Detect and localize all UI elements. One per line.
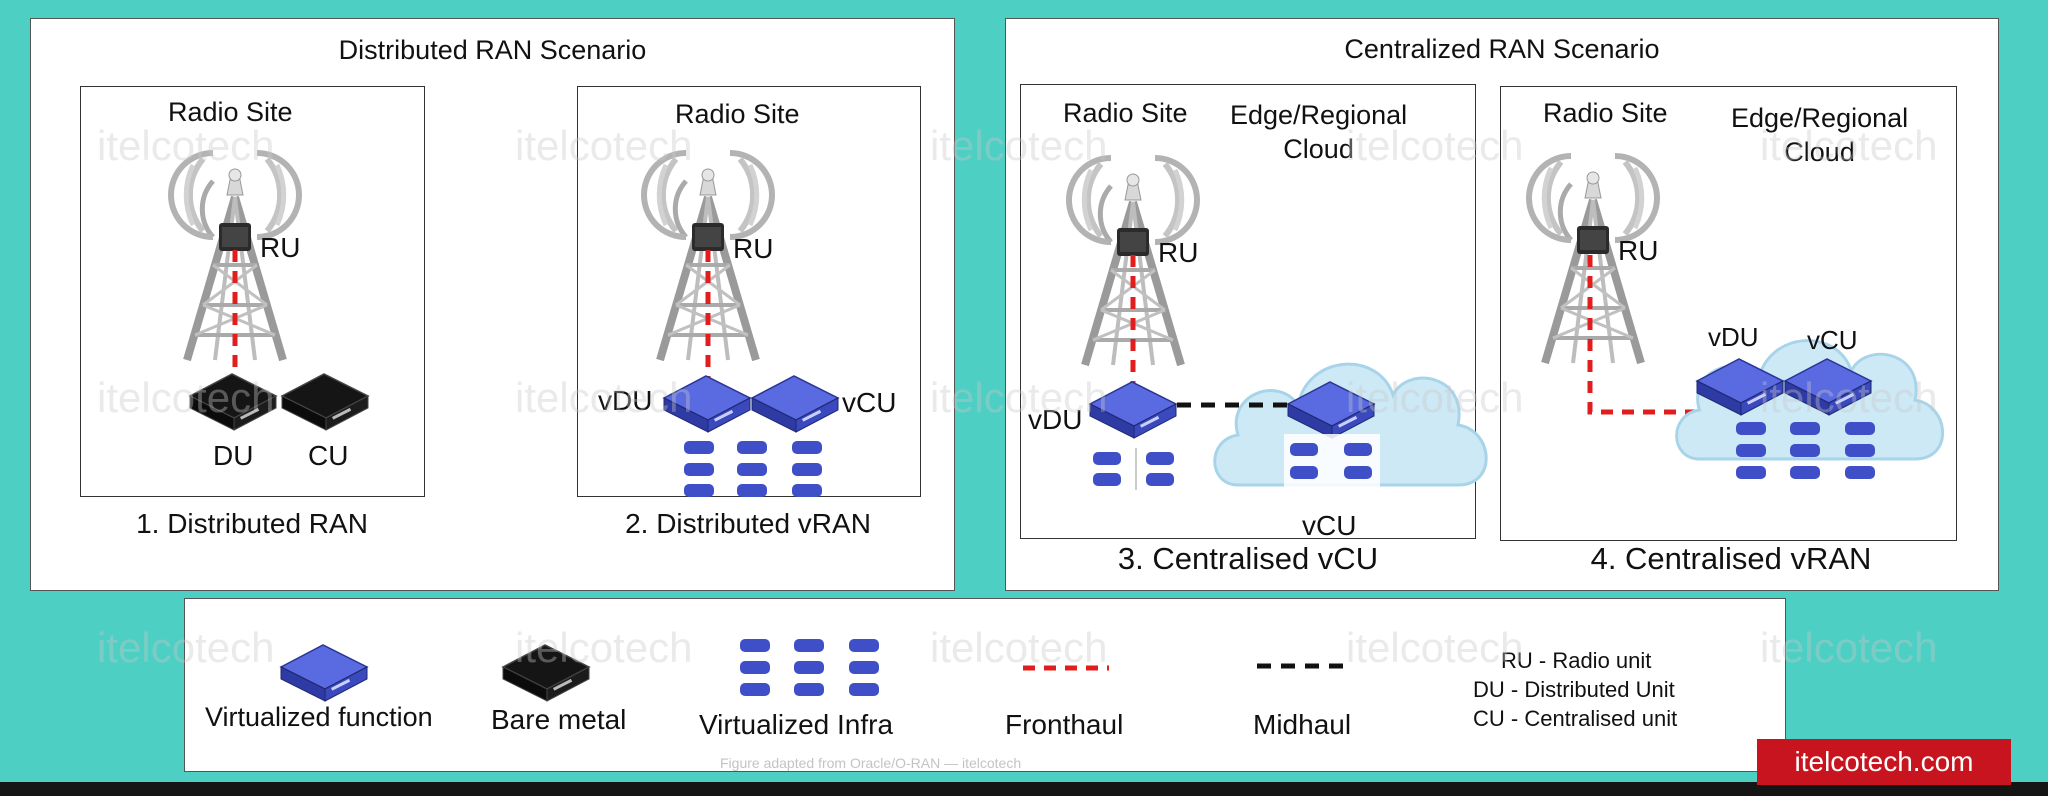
vcu-virtual-server-icon [751,375,839,433]
cu-label: CU [308,440,349,471]
vcu-label: vCU [842,387,897,418]
caption-centralised-vran: 4. Centralised vRAN [1590,541,1872,576]
legend-virtualized-function-label: Virtualized function [205,702,433,732]
legend-abbreviation-ru: RU - Radio unit [1501,648,1652,673]
edge-cloud-label: Edge/Regional Cloud [1731,103,1909,167]
legend-fronthaul-label: Fronthaul [1005,709,1124,740]
vdu-label: vDU [1028,404,1083,435]
caption-centralised-vcu: 3. Centralised vCU [1117,541,1379,576]
radio-site-label: Radio Site [1063,98,1188,128]
virtual-server-icon [280,644,368,702]
ru-label: RU [733,233,774,264]
edge-cloud-label: Edge/Regional Cloud [1230,100,1408,164]
vcu-label: vCU [1302,510,1357,541]
radio-site-label: Radio Site [675,99,800,129]
virtualized-infra-icon [1093,452,1174,486]
du-bare-metal-server-icon [189,373,277,431]
legend-abbreviation-cu: CU - Centralised unit [1473,706,1678,731]
ru-label: RU [260,232,301,263]
bare-metal-server-icon [502,644,590,702]
ru-label: RU [1158,237,1199,268]
panel-title: Distributed RAN Scenario [338,35,647,65]
legend-virtualized-infra-label: Virtualized Infra [699,709,894,740]
vdu-label: vDU [598,385,653,416]
vcu-label: vCU [1807,325,1858,355]
legend-panel: Virtualized function Bare metal Virtuali… [184,598,1786,772]
brand-badge: itelcotech.com [1757,739,2011,785]
radio-site-label: Radio Site [1543,98,1668,128]
legend-midhaul-label: Midhaul [1253,709,1352,740]
credit-line: Figure adapted from Oracle/O-RAN — itelc… [720,755,1022,771]
bottom-bar [0,782,2048,796]
panel-title: Centralized RAN Scenario [1344,34,1660,64]
virtualized-infra-icon [740,639,879,696]
vdu-virtual-server-icon [1089,381,1177,439]
virtualized-infra-icon [684,441,822,497]
virtualized-infra-icon [1290,443,1372,479]
legend-bare-metal-label: Bare metal [491,704,627,735]
scenario-box-distributed-ran [80,86,425,497]
legend-abbreviation-du: DU - Distributed Unit [1473,677,1675,702]
radio-site-label: Radio Site [168,97,293,127]
fronthaul-link [1587,255,1736,415]
legend-graphics [280,639,1343,702]
vdu-virtual-server-icon [663,375,751,433]
caption-distributed-vran: 2. Distributed vRAN [625,508,871,539]
cu-bare-metal-server-icon [281,373,369,431]
caption-distributed-ran: 1. Distributed RAN [136,508,368,539]
du-label: DU [213,440,254,471]
vdu-label: vDU [1708,322,1759,352]
virtualized-infra-icon [1736,422,1875,479]
ru-label: RU [1618,235,1659,266]
